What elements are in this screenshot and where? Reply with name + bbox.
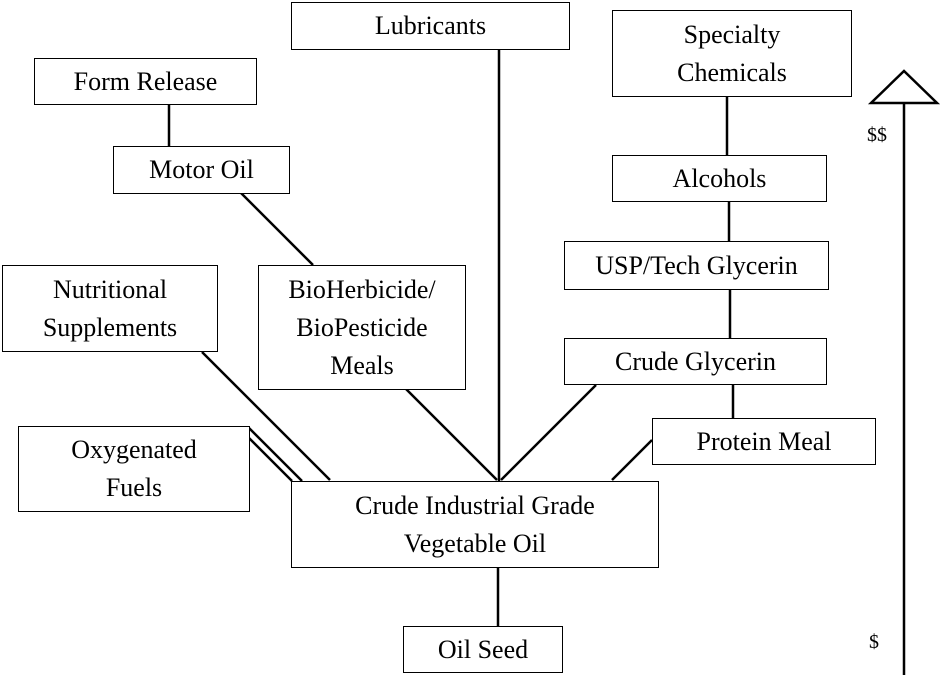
edge-crude-oil-to-oxygenated-fuels-a: [248, 427, 303, 482]
edge-crude-oil-to-nutritional: [201, 351, 331, 481]
value-axis-high-label: $$: [867, 124, 887, 146]
edge-crude-oil-to-bioherbicide: [404, 387, 498, 481]
edge-crude-oil-to-oxygenated-fuels-b: [248, 437, 293, 482]
node-oxygenated-fuels: Oxygenated Fuels: [18, 426, 250, 512]
node-motor-oil: Motor Oil: [113, 146, 290, 194]
node-bioherbicide-biopesticide-meals: BioHerbicide/ BioPesticide Meals: [258, 265, 466, 390]
node-usp-tech-glycerin: USP/Tech Glycerin: [564, 241, 829, 290]
edge-bioherbicide-to-motor-oil: [237, 189, 314, 266]
node-alcohols: Alcohols: [612, 155, 827, 202]
edge-crude-oil-to-crude-glycerin: [500, 384, 597, 481]
node-protein-meal: Protein Meal: [652, 418, 876, 465]
node-oil-seed: Oil Seed: [403, 626, 563, 673]
node-lubricants: Lubricants: [291, 2, 570, 50]
node-specialty-chemicals: Specialty Chemicals: [612, 10, 852, 97]
node-crude-industrial-grade-vegetable-oil: Crude Industrial Grade Vegetable Oil: [291, 481, 659, 568]
value-axis-low-label: $: [869, 631, 879, 653]
value-axis-arrowhead: [867, 69, 941, 105]
edge-crude-oil-to-protein-meal: [611, 439, 653, 481]
node-crude-glycerin: Crude Glycerin: [564, 338, 827, 385]
node-nutritional-supplements: Nutritional Supplements: [2, 265, 218, 352]
node-form-release: Form Release: [34, 58, 257, 105]
